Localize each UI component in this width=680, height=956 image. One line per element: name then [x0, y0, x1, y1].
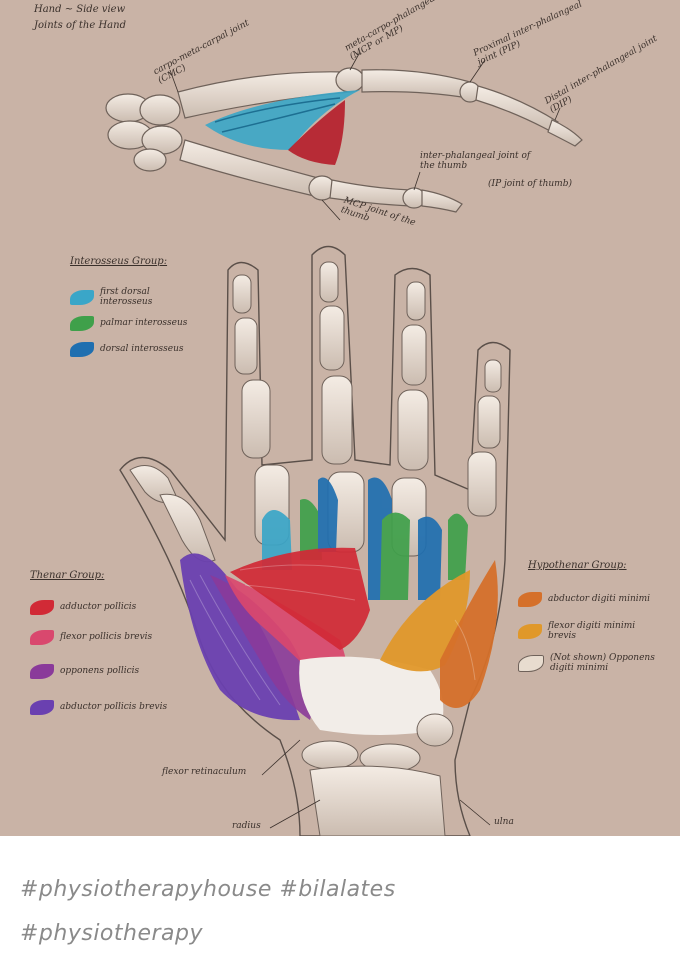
legend-first-dorsal: first dorsal interosseus [70, 287, 170, 308]
legend-flexor-pollicis-brevis: flexor pollicis brevis [30, 630, 152, 645]
swatch-amber [518, 624, 542, 640]
hand-illustration [105, 51, 583, 836]
thenar-title: Thenar Group: [30, 570, 105, 581]
label-ip-thumb-abbr: (IP joint of thumb) [488, 179, 572, 189]
swatch-violet [30, 700, 54, 715]
flexor-retinaculum [299, 656, 444, 735]
label-flexor-retinaculum: flexor retinaculum [162, 767, 247, 777]
anatomy-drawing: Hand ~ Side view Joints of the Hand carp… [0, 0, 680, 836]
swatch-blue [70, 290, 94, 306]
hypothenar-title: Hypothenar Group: [528, 560, 627, 571]
abductor-pollicis-brevis-muscle [180, 553, 300, 721]
swatch-white [518, 655, 544, 673]
legend-flexor-digiti-minimi: flexor digiti minimi brevis [518, 621, 658, 642]
swatch-pink [30, 630, 54, 645]
swatch-orange [518, 592, 542, 607]
swatch-purple [30, 664, 54, 679]
legend-dorsal: dorsal interosseus [70, 342, 184, 357]
abductor-digiti-minimi-muscle [440, 560, 498, 708]
side-view-skeleton [105, 67, 583, 213]
legend-opponens-pollicis: opponens pollicis [30, 664, 139, 679]
legend-palmar: palmar interosseus [70, 316, 187, 331]
hashtag-line-2[interactable]: #physiotherapy [20, 921, 204, 946]
legend-abductor-digiti-minimi: abductor digiti minimi [518, 592, 650, 607]
title-line-1: Hand ~ Side view [34, 4, 126, 15]
swatch-green [70, 316, 94, 331]
swatch-dark-blue [70, 342, 94, 357]
side-view-adductor-muscle [288, 100, 345, 165]
title-line-2: Joints of the Hand [34, 20, 126, 31]
label-ip-thumb: inter-phalangeal joint of the thumb [420, 151, 531, 171]
swatch-red [30, 600, 54, 615]
legend-adductor-pollicis: adductor pollicis [30, 600, 136, 615]
adductor-pollicis-muscle [230, 547, 370, 650]
wrist-bones [301, 713, 454, 836]
opponens-pollicis-muscle [210, 575, 313, 720]
legend-abductor-pollicis-brevis: abductor pollicis brevis [30, 700, 167, 715]
hashtag-line-1[interactable]: #physiotherapyhouse #bilalates [20, 877, 396, 902]
interosseus-title: Interosseus Group: [70, 256, 168, 267]
label-radius: radius [232, 821, 261, 831]
hashtag-caption: #physiotherapyhouse #bilalates #physioth… [20, 868, 396, 956]
side-view-interosseus-muscle [205, 90, 360, 150]
label-ulna: ulna [494, 817, 514, 827]
legend-opponens-digiti-minimi: (Not shown) Opponens digiti minimi [518, 653, 670, 674]
